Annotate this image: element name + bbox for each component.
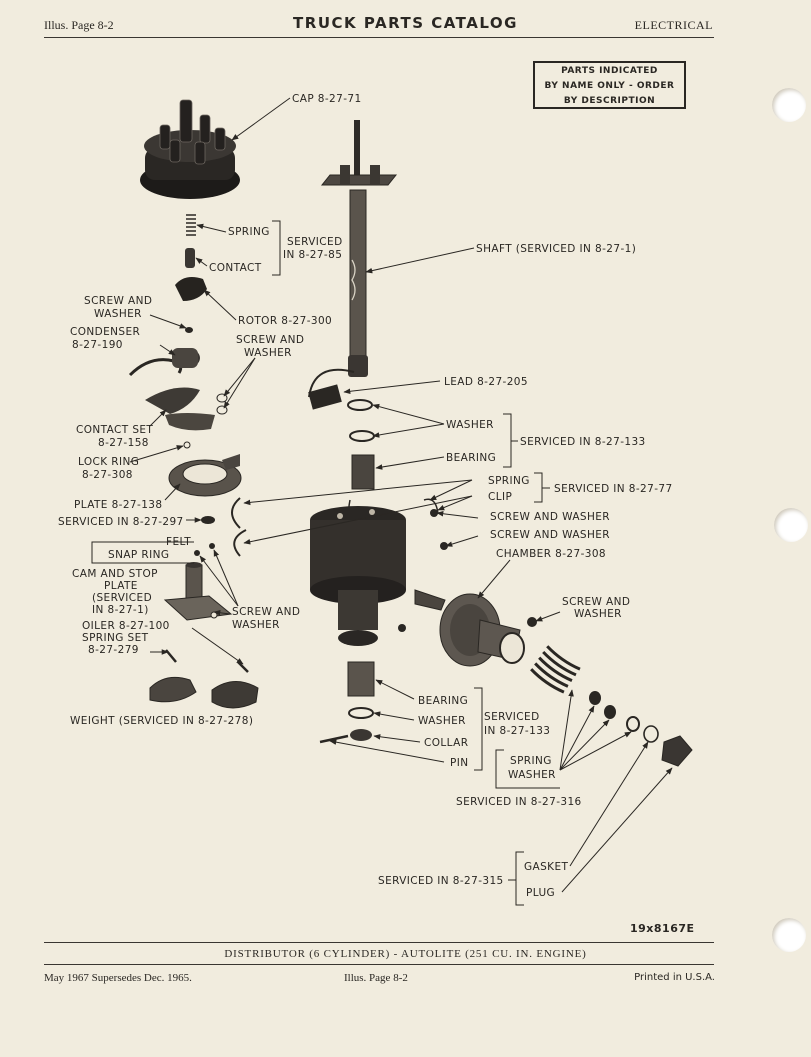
label-screw-washer-1-line1: SCREW AND [84, 295, 152, 307]
label-serviced-8-27-133-b-line2: IN 8-27-133 [484, 725, 550, 737]
label-serviced-8-27-85-line1: SERVICED [287, 236, 343, 248]
felt-snap-ring-illustration [194, 497, 247, 557]
label-bearing-2: BEARING [418, 695, 468, 707]
vacuum-chamber-illustration [398, 498, 537, 667]
notice-line-1: PARTS INDICATED [561, 66, 658, 76]
label-serviced-8-27-85-line2: IN 8-27-85 [283, 249, 342, 261]
footer-page-ref: Illus. Page 8-2 [344, 972, 408, 984]
condenser-contact-set-illustration [128, 348, 228, 431]
label-serviced-8-27-315: SERVICED IN 8-27-315 [378, 875, 504, 887]
header-page-ref: Illus. Page 8-2 [44, 18, 114, 32]
label-spring-set-line2: 8-27-279 [88, 644, 139, 656]
label-serviced-8-27-77: SERVICED IN 8-27-77 [554, 483, 673, 495]
label-pin: PIN [450, 757, 468, 769]
lower-bearing-collar-pin-illustration [319, 661, 375, 744]
label-collar: COLLAR [424, 737, 468, 749]
label-condenser-line2: 8-27-190 [72, 339, 123, 351]
label-chamber: CHAMBER 8-27-308 [496, 548, 606, 560]
label-spring-top: SPRING [228, 226, 270, 238]
label-lock-ring-line2: 8-27-308 [82, 469, 133, 481]
label-condenser-line1: CONDENSER [70, 326, 140, 338]
label-serviced-8-27-297: SERVICED IN 8-27-297 [58, 516, 184, 528]
label-spring-mid: SPRING [488, 475, 530, 487]
label-plate: PLATE 8-27-138 [74, 499, 162, 511]
label-contact-set-line1: CONTACT SET [76, 424, 153, 436]
label-lock-ring-line1: LOCK RING [78, 456, 139, 468]
label-bearing-1: BEARING [446, 452, 496, 464]
label-screw-washer-5-line1: SCREW AND [232, 606, 300, 618]
label-clip: CLIP [488, 491, 512, 503]
label-screw-washer-5-line2: WASHER [232, 619, 280, 631]
label-serviced-8-27-316: SERVICED IN 8-27-316 [456, 796, 582, 808]
cam-plate-illustration [163, 562, 233, 621]
binder-hole-top [772, 88, 806, 122]
label-screw-washer-2-line2: WASHER [244, 347, 292, 359]
label-spring-set-line1: SPRING SET [82, 632, 149, 644]
notice-line-3: BY DESCRIPTION [563, 96, 656, 106]
figure-caption: DISTRIBUTOR (6 CYLINDER) - AUTOLITE (251… [224, 948, 587, 960]
label-oiler: OILER 8-27-100 [82, 620, 170, 632]
distributor-cap-illustration [140, 99, 240, 199]
label-washer-2: WASHER [418, 715, 466, 727]
label-screw-washer-6-line1: SCREW AND [562, 596, 630, 608]
rotor-spring-contact-illustration [175, 214, 207, 333]
distributor-housing-illustration [308, 368, 406, 646]
label-screw-washer-1-line2: WASHER [94, 308, 142, 320]
label-cam-stop-plate-line3: (SERVICED [92, 592, 152, 604]
label-cam-stop-plate-line4: IN 8-27-1) [92, 604, 149, 616]
label-screw-washer-4: SCREW AND WASHER [490, 529, 610, 541]
spring-washer-gasket-plug-illustration [530, 645, 693, 767]
label-gasket: GASKET [524, 861, 569, 873]
label-felt: FELT [166, 536, 191, 548]
footer-date: May 1967 Supersedes Dec. 1965. [44, 972, 192, 984]
leader-lines [91, 97, 673, 906]
label-lead: LEAD 8-27-205 [444, 376, 528, 388]
header-section: ELECTRICAL [634, 18, 713, 32]
figure-code: 19x8167E [630, 922, 695, 935]
label-screw-washer-3: SCREW AND WASHER [490, 511, 610, 523]
label-screw-washer-6-line2: WASHER [574, 608, 622, 620]
label-contact-set-line2: 8-27-158 [98, 437, 149, 449]
notice-line-2: BY NAME ONLY - ORDER [544, 81, 675, 91]
label-cam-stop-plate-line2: PLATE [104, 580, 138, 592]
label-snap-ring: SNAP RING [108, 549, 169, 561]
label-washer-3: WASHER [508, 769, 556, 781]
label-serviced-8-27-133-b-line1: SERVICED [484, 711, 540, 723]
caption-top-rule [44, 942, 714, 943]
header-title: TRUCK PARTS CATALOG [293, 14, 518, 32]
binder-hole-middle [774, 508, 808, 542]
label-screw-washer-2-line1: SCREW AND [236, 334, 304, 346]
label-weight: WEIGHT (SERVICED IN 8-27-278) [70, 715, 253, 727]
label-contact: CONTACT [209, 262, 262, 274]
caption-bottom-rule [44, 964, 714, 965]
label-cap: CAP 8-27-71 [292, 93, 362, 105]
binder-hole-bottom [772, 918, 806, 952]
label-spring-low: SPRING [510, 755, 552, 767]
label-shaft: SHAFT (SERVICED IN 8-27-1) [476, 243, 636, 255]
label-plug: PLUG [526, 887, 555, 899]
label-serviced-8-27-133-a: SERVICED IN 8-27-133 [520, 436, 646, 448]
label-washer-1: WASHER [446, 419, 494, 431]
header-rule [44, 37, 714, 38]
footer-printed: Printed in U.S.A. [634, 972, 715, 983]
parts-notice-box: PARTS INDICATED BY NAME ONLY - ORDER BY … [533, 61, 686, 109]
label-cam-stop-plate-line1: CAM AND STOP [72, 568, 158, 580]
oiler-springs-weights-illustration [149, 649, 259, 709]
label-rotor: ROTOR 8-27-300 [238, 315, 332, 327]
breaker-plate-illustration [168, 441, 242, 497]
